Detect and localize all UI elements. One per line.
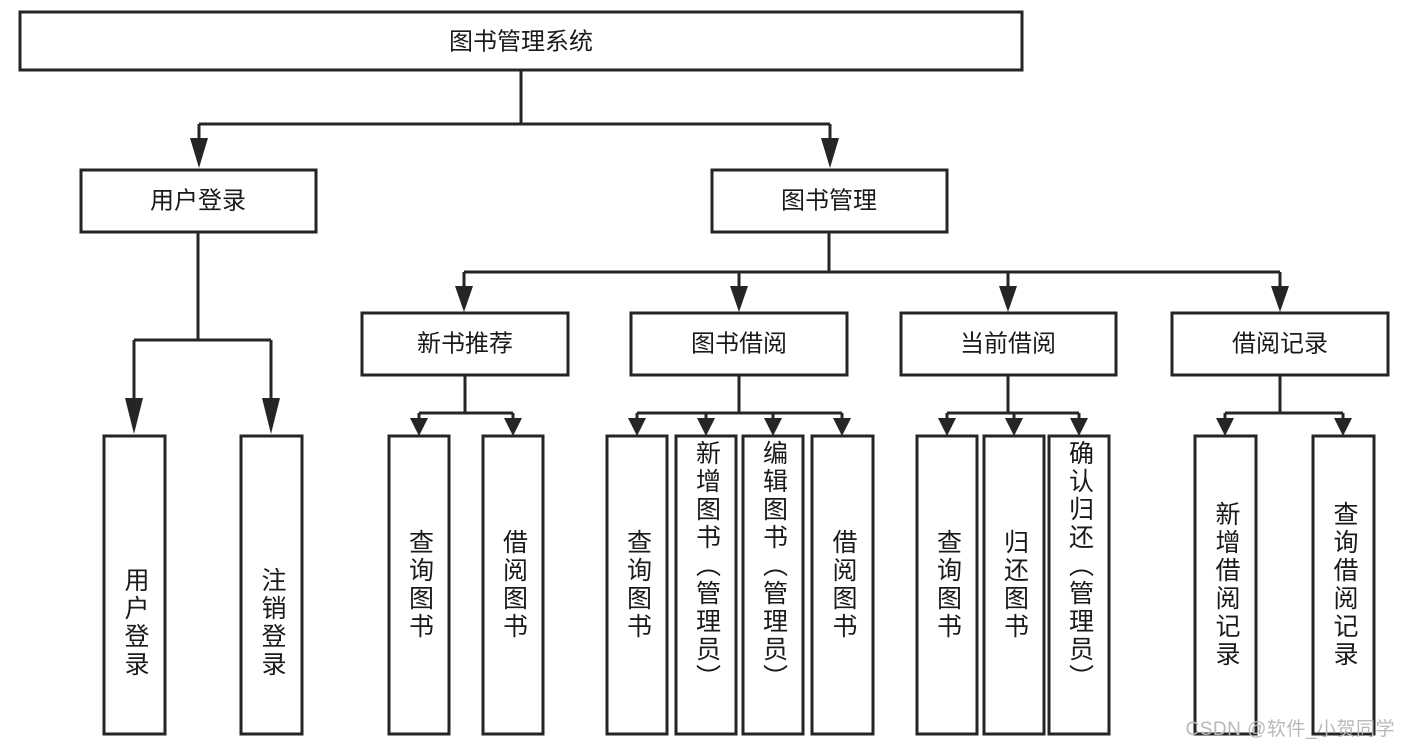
node-book-management-rect[interactable] — [710, 168, 949, 234]
watermark-text: CSDN @软件_小贺同学 — [1185, 719, 1395, 740]
leaf-rect-3[interactable] — [481, 434, 545, 736]
node-new-book-recommend[interactable]: 新书推荐 — [360, 311, 570, 377]
leaf-rect-8[interactable] — [915, 434, 979, 736]
arrowhead-current-borrow — [999, 286, 1017, 312]
node-root-label: 图书管理系统 — [449, 28, 593, 55]
arrowhead-user-login — [190, 138, 208, 168]
connectors-user-login-to-leaves — [125, 232, 280, 434]
node-current-borrow-label: 当前借阅 — [960, 330, 1056, 357]
node-book-borrow[interactable]: 图书借阅 — [629, 311, 849, 377]
node-user-login-label: 用户登录 — [150, 187, 246, 214]
leaf-rect-12[interactable] — [1311, 434, 1376, 736]
leaf-rect-1[interactable] — [239, 434, 304, 736]
node-root[interactable]: 图书管理系统 — [18, 10, 1024, 72]
leaf-rect-9[interactable] — [982, 434, 1046, 736]
leaf-rect-5[interactable] — [674, 434, 738, 736]
connectors-book-borrow-to-leaves — [628, 375, 851, 436]
connectors-book-management-to-level3 — [455, 232, 1289, 312]
leaf-rect-0[interactable] — [102, 434, 167, 736]
arrowhead-leaf-2 — [262, 398, 280, 434]
connectors-current-borrow-to-leaves — [938, 375, 1088, 436]
leaf-rect-2[interactable] — [387, 434, 451, 736]
connectors-borrow-record-to-leaves — [1216, 375, 1352, 436]
arrowhead-leaf-4 — [504, 418, 522, 436]
arrowhead-leaf-6 — [697, 418, 715, 436]
arrowhead-borrow-books — [730, 286, 748, 312]
node-current-borrow[interactable]: 当前借阅 — [899, 311, 1118, 377]
arrowhead-leaf-1 — [125, 398, 143, 434]
node-new-book-recommend-label: 新书推荐 — [417, 330, 513, 357]
arrowhead-book-mgmt — [821, 138, 839, 168]
arrowhead-leaf-12 — [1216, 418, 1234, 436]
arrowhead-leaf-10 — [1005, 418, 1023, 436]
connectors-new-book-recommend-to-leaves — [410, 375, 522, 436]
node-user-login[interactable]: 用户登录 — [79, 168, 318, 234]
node-root-rect[interactable] — [18, 10, 1024, 72]
node-book-management[interactable]: 图书管理 — [710, 168, 949, 234]
node-borrow-record-label: 借阅记录 — [1232, 330, 1328, 357]
connectors-root-to-level2 — [190, 70, 839, 168]
leaf-rect-6[interactable] — [741, 434, 805, 736]
node-book-management-label: 图书管理 — [781, 187, 877, 214]
arrowhead-borrow-records — [1271, 286, 1289, 312]
leaf-rect-11[interactable] — [1193, 434, 1258, 736]
node-book-borrow-rect[interactable] — [629, 311, 849, 377]
arrowhead-leaf-13 — [1334, 418, 1352, 436]
arrowhead-new-books — [455, 286, 473, 312]
node-book-borrow-label: 图书借阅 — [691, 330, 787, 357]
node-borrow-record-rect[interactable] — [1170, 311, 1390, 377]
arrowhead-leaf-11 — [1070, 418, 1088, 436]
arrowhead-leaf-5 — [628, 418, 646, 436]
leaf-boxes — [102, 434, 1376, 736]
arrowhead-leaf-8 — [833, 418, 851, 436]
leaf-rect-7[interactable] — [810, 434, 875, 736]
leaf-rect-10[interactable] — [1047, 434, 1111, 736]
arrowhead-leaf-3 — [410, 418, 428, 436]
arrowhead-leaf-9 — [938, 418, 956, 436]
arrowhead-leaf-7 — [764, 418, 782, 436]
node-new-book-recommend-rect[interactable] — [360, 311, 570, 377]
node-current-borrow-rect[interactable] — [899, 311, 1118, 377]
leaf-rect-4[interactable] — [605, 434, 669, 736]
node-borrow-record[interactable]: 借阅记录 — [1170, 311, 1390, 377]
